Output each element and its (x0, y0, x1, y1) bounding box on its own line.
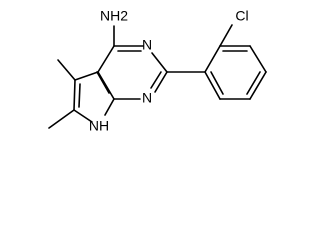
chemical-structure-diagram: NH2 N N Cl NH (48, 8, 267, 134)
bond-c2-n1-double (150, 71, 162, 89)
bond-ph6-ph1-double (210, 71, 224, 95)
bond-c5-c6-double (78, 83, 81, 108)
ring-n-top-label: N (142, 37, 152, 53)
bond-c2-n1 (154, 71, 168, 93)
chloro-label: Cl (235, 8, 248, 24)
bond-ph3-ph4 (249, 45, 267, 73)
bond-c5-c6 (73, 79, 76, 111)
ring-n-bottom-label: N (142, 90, 152, 106)
bond-ph6-ph1 (204, 71, 221, 100)
bond-c4-c4a (97, 45, 115, 73)
bond-n3-c2 (151, 52, 168, 73)
bond-ph4-ph5-double (246, 71, 261, 95)
pyrrole-nh-label: NH (89, 118, 109, 134)
bond-c4a-c5 (74, 71, 99, 81)
bond-c6-methyl (48, 109, 75, 129)
bond-ph1-ph2 (204, 45, 221, 73)
bond-n7-c7a (104, 98, 115, 116)
bond-c6-n7 (73, 109, 93, 123)
atom-labels: NH2 N N Cl NH (89, 8, 249, 134)
bond-ph2-cl (219, 24, 233, 47)
bond-c5-methyl (57, 59, 76, 81)
bond-ph4-ph5 (249, 71, 267, 100)
amine-label: NH2 (100, 8, 128, 24)
bond-c7a-c4a-double (96, 71, 110, 94)
bond-c7a-c4a (97, 71, 115, 100)
bonds (48, 24, 267, 129)
